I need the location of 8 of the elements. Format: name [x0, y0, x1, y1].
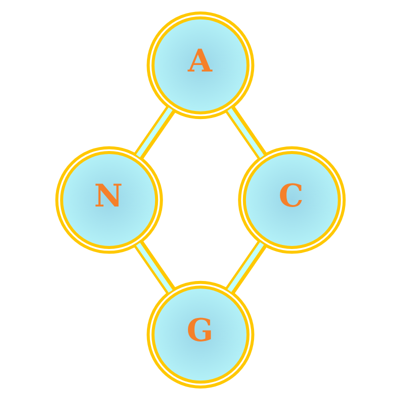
connector — [134, 240, 176, 294]
connector — [224, 240, 266, 294]
node-circle: A — [146, 12, 254, 120]
connector — [134, 106, 176, 160]
node-circle: N — [54, 146, 162, 254]
connector — [224, 106, 266, 160]
node-circle: G — [146, 280, 254, 388]
node-circle: C — [238, 146, 346, 254]
